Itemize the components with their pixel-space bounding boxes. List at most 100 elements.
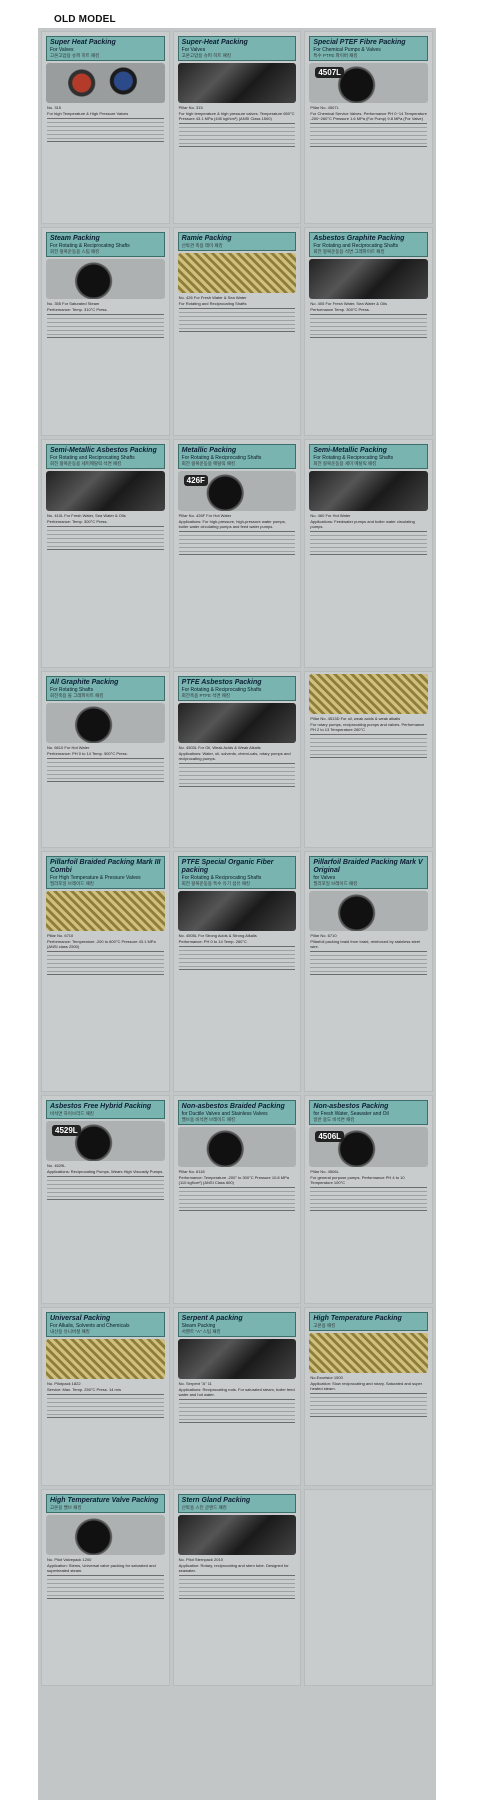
product-title: PTFE Asbestos Packing bbox=[181, 679, 262, 686]
product-subtitle: For Rotating & Reciprocating Shafts bbox=[313, 455, 394, 461]
product-subtitle: For Rotating & Reciprocating Shafts bbox=[181, 687, 262, 693]
product-title: High Temperature Packing bbox=[313, 1315, 402, 1322]
product-subtitle-local: 필라포일 브레이드 패킹 bbox=[50, 881, 94, 886]
product-title: Semi-Metallic Asbestos Packing bbox=[50, 447, 157, 454]
product-subtitle-local: 선박관 축용 래미 패킹 bbox=[181, 243, 223, 248]
size-table bbox=[178, 1399, 296, 1423]
product-header: Pillarfoil Braided Packing Mark V Origin… bbox=[309, 856, 429, 889]
product-title: Super-Heat Packing bbox=[181, 39, 248, 46]
product-description: Applications: Feedwater pumps and boiler… bbox=[310, 519, 415, 529]
product-photo bbox=[177, 703, 297, 743]
size-table bbox=[178, 1187, 296, 1211]
product-card: Pillar No. 4513D For oil, weak acids & w… bbox=[304, 671, 434, 848]
product-subtitle: For Rotating & Reciprocating Shafts bbox=[50, 243, 130, 249]
product-number: No. 315 bbox=[47, 105, 62, 110]
product-number: No. 4505L For Strong Acids & Strong Alka… bbox=[178, 933, 257, 938]
size-table bbox=[178, 763, 296, 787]
product-description: For rotary pumps, reciprocating pumps an… bbox=[310, 722, 425, 732]
size-table bbox=[310, 1187, 428, 1211]
product-code-badge: 4506L bbox=[315, 1131, 345, 1142]
product-description: Performance: Temperature -200° to 300°C … bbox=[178, 1175, 289, 1185]
product-title: Universal Packing bbox=[50, 1315, 111, 1322]
product-code-badge: 426F bbox=[183, 475, 208, 486]
product-title: Serpent A packing bbox=[181, 1315, 243, 1322]
product-description: Performance: Temp. 300°C Press. bbox=[47, 519, 108, 524]
product-subtitle-local: 회전 왕복운동용 메탈릭 패킹 bbox=[181, 461, 236, 466]
product-number: No. 410L For Fresh Water, Sea Water & Oi… bbox=[47, 513, 126, 518]
product-subtitle: for Valves bbox=[313, 875, 336, 881]
product-number: No. 405 For Fresh Water, Sea Water & Oil… bbox=[310, 301, 387, 306]
product-title: Pillarfoil Braided Packing Mark V Origin… bbox=[313, 859, 423, 874]
product-subtitle: For Valves bbox=[50, 47, 74, 53]
product-number: Pillar No. 6710 bbox=[47, 933, 74, 938]
product-description: Applications: Reciprocating rods. For sa… bbox=[178, 1387, 295, 1397]
product-subtitle: For Rotating and Reciprocating Shafts bbox=[313, 243, 399, 249]
product-code-badge: 4529L bbox=[52, 1125, 81, 1136]
product-number: Pillar No. 315 bbox=[178, 105, 203, 110]
product-subtitle-local: 밸브용 비석면 브레이드 패킹 bbox=[181, 1117, 236, 1122]
product-subtitle-local: 특수 PTFE 파이버 패킹 bbox=[313, 53, 358, 58]
product-title: All Graphite Packing bbox=[50, 679, 119, 686]
product-number: Pillar No. 6710 bbox=[310, 933, 337, 938]
product-subtitle-local: 일반 용도 비석면 패킹 bbox=[313, 1117, 355, 1122]
product-number: Pillar No. 4507L bbox=[310, 105, 339, 110]
product-description: Application: Stems, Universal valve pack… bbox=[47, 1563, 156, 1573]
size-table bbox=[310, 314, 428, 338]
product-description: Performance: PH 0 to 14 Temp. 260°C bbox=[178, 939, 247, 944]
size-table bbox=[178, 531, 296, 555]
size-table bbox=[47, 1176, 164, 1200]
product-subtitle: For Chemical Pumps & Valves bbox=[313, 47, 381, 53]
product-description: Pillarfoil packing braid from braid, rei… bbox=[310, 939, 420, 949]
product-card bbox=[304, 1489, 434, 1686]
product-number: No.Excelsior 1500 bbox=[310, 1375, 343, 1380]
product-card: Pillarfoil Braided Packing Mark III Comb… bbox=[41, 851, 170, 1092]
product-description: Applications: Reciprocating Pumps, Wears… bbox=[47, 1169, 164, 1174]
product-description: Applications: For high-pressure, high-pr… bbox=[178, 519, 286, 529]
product-number: No. 6610 For Hot Water bbox=[47, 745, 90, 750]
product-number: No. Pilot Valvepack 1200 bbox=[47, 1557, 92, 1562]
size-table bbox=[47, 758, 164, 782]
size-table bbox=[47, 1394, 164, 1418]
product-photo bbox=[46, 703, 165, 743]
product-title: PTFE Special Organic Fiber packing bbox=[181, 859, 274, 874]
product-description: For general purpose pumps. Performance P… bbox=[310, 1175, 405, 1185]
product-photo bbox=[46, 1339, 165, 1379]
product-description: Performance: Temp. 310°C Press. bbox=[47, 307, 108, 312]
product-title: Steam Packing bbox=[50, 235, 100, 242]
product-subtitle: For Rotating and Reciprocating Shafts bbox=[50, 455, 135, 461]
product-number: Pillar No. 4513D For oil, weak acids & w… bbox=[310, 716, 401, 721]
product-subtitle: for Fresh Water, Seawater and Oil bbox=[313, 1111, 389, 1117]
size-table bbox=[47, 314, 164, 338]
size-table bbox=[178, 946, 296, 970]
product-header: Pillarfoil Braided Packing Mark III Comb… bbox=[46, 856, 165, 889]
product-title: Special PTEF Fibre Packing bbox=[313, 39, 406, 46]
product-photo bbox=[309, 259, 429, 299]
size-table bbox=[47, 526, 164, 550]
product-title: Non-asbestos Packing bbox=[313, 1103, 389, 1110]
product-photo bbox=[309, 674, 429, 714]
product-title: Super Heat Packing bbox=[50, 39, 116, 46]
size-table bbox=[178, 308, 296, 332]
product-photo: 4529L bbox=[46, 1121, 165, 1161]
size-table bbox=[310, 123, 428, 147]
product-title: Asbestos Graphite Packing bbox=[313, 235, 405, 242]
product-subtitle: Steam Packing bbox=[181, 1323, 216, 1329]
product-photo bbox=[177, 253, 297, 293]
